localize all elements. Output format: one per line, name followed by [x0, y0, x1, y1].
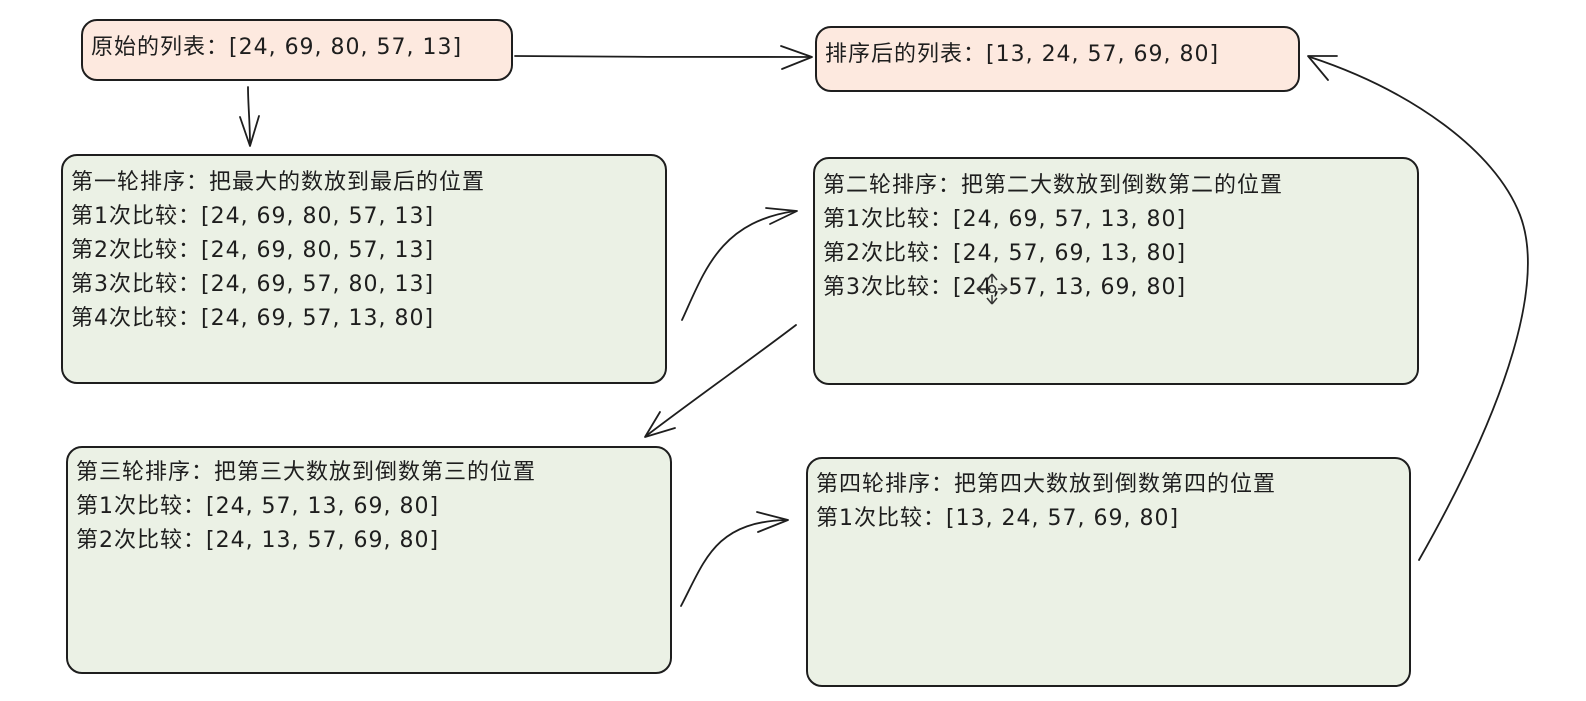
arrow-round-1-to-round-2-head	[765, 207, 798, 225]
round-3-comparison-2: 第2次比较：[24, 13, 57, 69, 80]	[76, 528, 440, 553]
round-4-comparison-1: 第1次比较：[13, 24, 57, 69, 80]	[816, 506, 1180, 531]
round-1-node[interactable]: 第一轮排序：把最大的数放到最后的位置 第1次比较：[24, 69, 80, 57…	[61, 154, 667, 384]
arrow-original-to-sorted[interactable]	[514, 55, 811, 58]
arrow-original-to-round-1-head	[239, 115, 260, 147]
round-4-node[interactable]: 第四轮排序：把第四大数放到倒数第四的位置 第1次比较：[13, 24, 57, …	[806, 457, 1411, 687]
arrow-round-3-to-round-4[interactable]	[680, 519, 787, 607]
round-2-comparison-2: 第2次比较：[24, 57, 69, 13, 80]	[823, 241, 1187, 266]
arrow-round-4-to-sorted-head	[1307, 55, 1338, 81]
original-list-label: 原始的列表：[24, 69, 80, 57, 13]	[91, 35, 463, 60]
round-3-comparison-1: 第1次比较：[24, 57, 13, 69, 80]	[76, 494, 440, 519]
round-3-node[interactable]: 第三轮排序：把第三大数放到倒数第三的位置 第1次比较：[24, 57, 13, …	[66, 446, 672, 674]
arrow-original-to-round-1[interactable]	[247, 86, 251, 146]
round-1-comparison-1: 第1次比较：[24, 69, 80, 57, 13]	[71, 204, 435, 229]
round-1-title: 第一轮排序：把最大的数放到最后的位置	[71, 170, 486, 195]
original-list-node[interactable]: 原始的列表：[24, 69, 80, 57, 13]	[81, 19, 513, 81]
round-2-title: 第二轮排序：把第二大数放到倒数第二的位置	[823, 173, 1284, 198]
move-cursor-icon	[976, 273, 1008, 305]
round-1-comparison-3: 第3次比较：[24, 69, 57, 80, 13]	[71, 272, 435, 297]
sorted-list-label: 排序后的列表：[13, 24, 57, 69, 80]	[825, 42, 1220, 67]
round-2-comparison-3: 第3次比较：[24, 57, 13, 69, 80]	[823, 275, 1187, 300]
round-1-comparison-4: 第4次比较：[24, 69, 57, 13, 80]	[71, 306, 435, 331]
arrow-round-1-to-round-2[interactable]	[681, 210, 796, 321]
arrow-round-3-to-round-4-head	[756, 511, 789, 533]
round-2-node[interactable]: 第二轮排序：把第二大数放到倒数第二的位置 第1次比较：[24, 69, 57, …	[813, 157, 1419, 385]
arrow-original-to-sorted-head	[780, 45, 813, 70]
round-3-title: 第三轮排序：把第三大数放到倒数第三的位置	[76, 460, 537, 485]
round-1-comparison-2: 第2次比较：[24, 69, 80, 57, 13]	[71, 238, 435, 263]
round-4-title: 第四轮排序：把第四大数放到倒数第四的位置	[816, 472, 1277, 497]
sorted-list-node[interactable]: 排序后的列表：[13, 24, 57, 69, 80]	[815, 26, 1300, 92]
round-2-comparison-1: 第1次比较：[24, 69, 57, 13, 80]	[823, 207, 1187, 232]
arrow-round-2-to-round-3-head	[644, 411, 676, 438]
arrow-round-2-to-round-3[interactable]	[645, 324, 797, 437]
